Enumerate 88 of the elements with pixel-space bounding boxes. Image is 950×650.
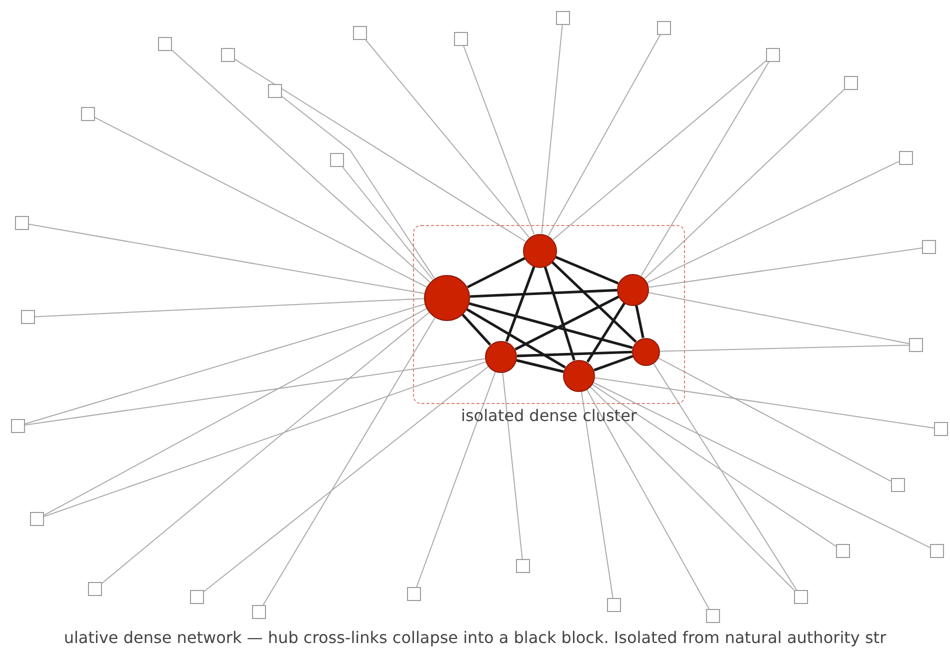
hub-circle bbox=[424, 274, 470, 320]
square-node bbox=[657, 21, 671, 35]
thick-link-line bbox=[470, 288, 618, 298]
thick-link-line bbox=[635, 304, 644, 338]
square-node bbox=[516, 559, 530, 573]
link-line bbox=[646, 160, 900, 284]
thick-link-line bbox=[466, 308, 566, 369]
hub-circle bbox=[523, 234, 557, 268]
thick-link-line bbox=[516, 350, 632, 358]
square-node bbox=[844, 76, 858, 90]
link-line bbox=[102, 312, 430, 584]
link-line bbox=[586, 389, 710, 610]
link-line bbox=[644, 89, 844, 279]
link-line bbox=[44, 361, 486, 517]
square-node bbox=[909, 338, 923, 352]
square-node bbox=[221, 48, 235, 62]
square-node bbox=[766, 48, 780, 62]
link-line bbox=[541, 24, 563, 234]
link-line bbox=[640, 62, 770, 276]
square-node bbox=[353, 26, 367, 40]
thick-link-line bbox=[586, 302, 626, 363]
square-node bbox=[454, 32, 468, 46]
square-node bbox=[21, 310, 35, 324]
thick-link-line bbox=[516, 359, 564, 373]
square-node bbox=[899, 151, 913, 165]
link-line bbox=[590, 386, 794, 590]
square-node bbox=[794, 590, 808, 604]
link-line bbox=[342, 166, 434, 280]
thick-link-line bbox=[555, 256, 619, 284]
square-node bbox=[252, 605, 266, 619]
link-line bbox=[648, 248, 922, 288]
thick-link-line bbox=[551, 261, 637, 343]
square-node bbox=[158, 37, 172, 51]
link-line bbox=[34, 298, 424, 318]
link-line bbox=[416, 371, 496, 588]
link-line bbox=[44, 308, 428, 516]
square-node bbox=[30, 512, 44, 526]
square-node bbox=[11, 419, 25, 433]
link-line bbox=[580, 390, 614, 598]
link-line bbox=[658, 358, 892, 482]
square-node bbox=[607, 598, 621, 612]
link-line bbox=[234, 58, 526, 242]
link-line bbox=[24, 358, 486, 426]
link-line bbox=[28, 224, 425, 294]
link-line bbox=[592, 382, 930, 548]
link-line bbox=[262, 316, 436, 606]
hub-circle bbox=[485, 340, 517, 372]
square-node bbox=[407, 587, 421, 601]
thick-link-line bbox=[466, 257, 526, 288]
link-line bbox=[204, 366, 489, 592]
square-node bbox=[81, 107, 95, 121]
link-line bbox=[648, 292, 910, 344]
link-line bbox=[463, 46, 535, 236]
thick-link-line bbox=[468, 302, 633, 350]
square-node bbox=[922, 240, 936, 254]
square-node bbox=[836, 544, 850, 558]
thick-link-line bbox=[514, 296, 620, 350]
square-node bbox=[891, 478, 905, 492]
link-line bbox=[94, 117, 427, 288]
square-node bbox=[556, 11, 570, 25]
link-line bbox=[502, 372, 523, 560]
square-node bbox=[934, 422, 948, 436]
cluster-label: isolated dense cluster bbox=[460, 406, 638, 424]
link-line bbox=[552, 60, 766, 240]
hub-circle bbox=[617, 274, 649, 306]
thick-link-line bbox=[462, 314, 492, 346]
caption: ulative dense network — hub cross-links collapse into a black block. Isolated from natural authority str bbox=[62, 628, 888, 647]
link-line bbox=[592, 384, 836, 547]
square-node bbox=[190, 590, 204, 604]
link-line bbox=[653, 362, 798, 590]
hub-circle bbox=[563, 360, 595, 392]
thick-link-line bbox=[544, 266, 576, 361]
link-line bbox=[365, 40, 530, 238]
link-line bbox=[24, 304, 426, 424]
hub-circle bbox=[632, 338, 660, 366]
square-node bbox=[706, 609, 720, 623]
link-line bbox=[172, 50, 430, 283]
link-line bbox=[548, 34, 661, 236]
link-line bbox=[594, 377, 934, 428]
thick-link-line bbox=[594, 354, 634, 372]
link-line bbox=[660, 344, 910, 352]
square-node bbox=[930, 544, 944, 558]
thick-link-line bbox=[505, 266, 536, 342]
link-line bbox=[282, 96, 435, 279]
square-node bbox=[88, 582, 102, 596]
square-node bbox=[15, 216, 29, 230]
square-node bbox=[268, 84, 282, 98]
square-node bbox=[330, 153, 344, 167]
